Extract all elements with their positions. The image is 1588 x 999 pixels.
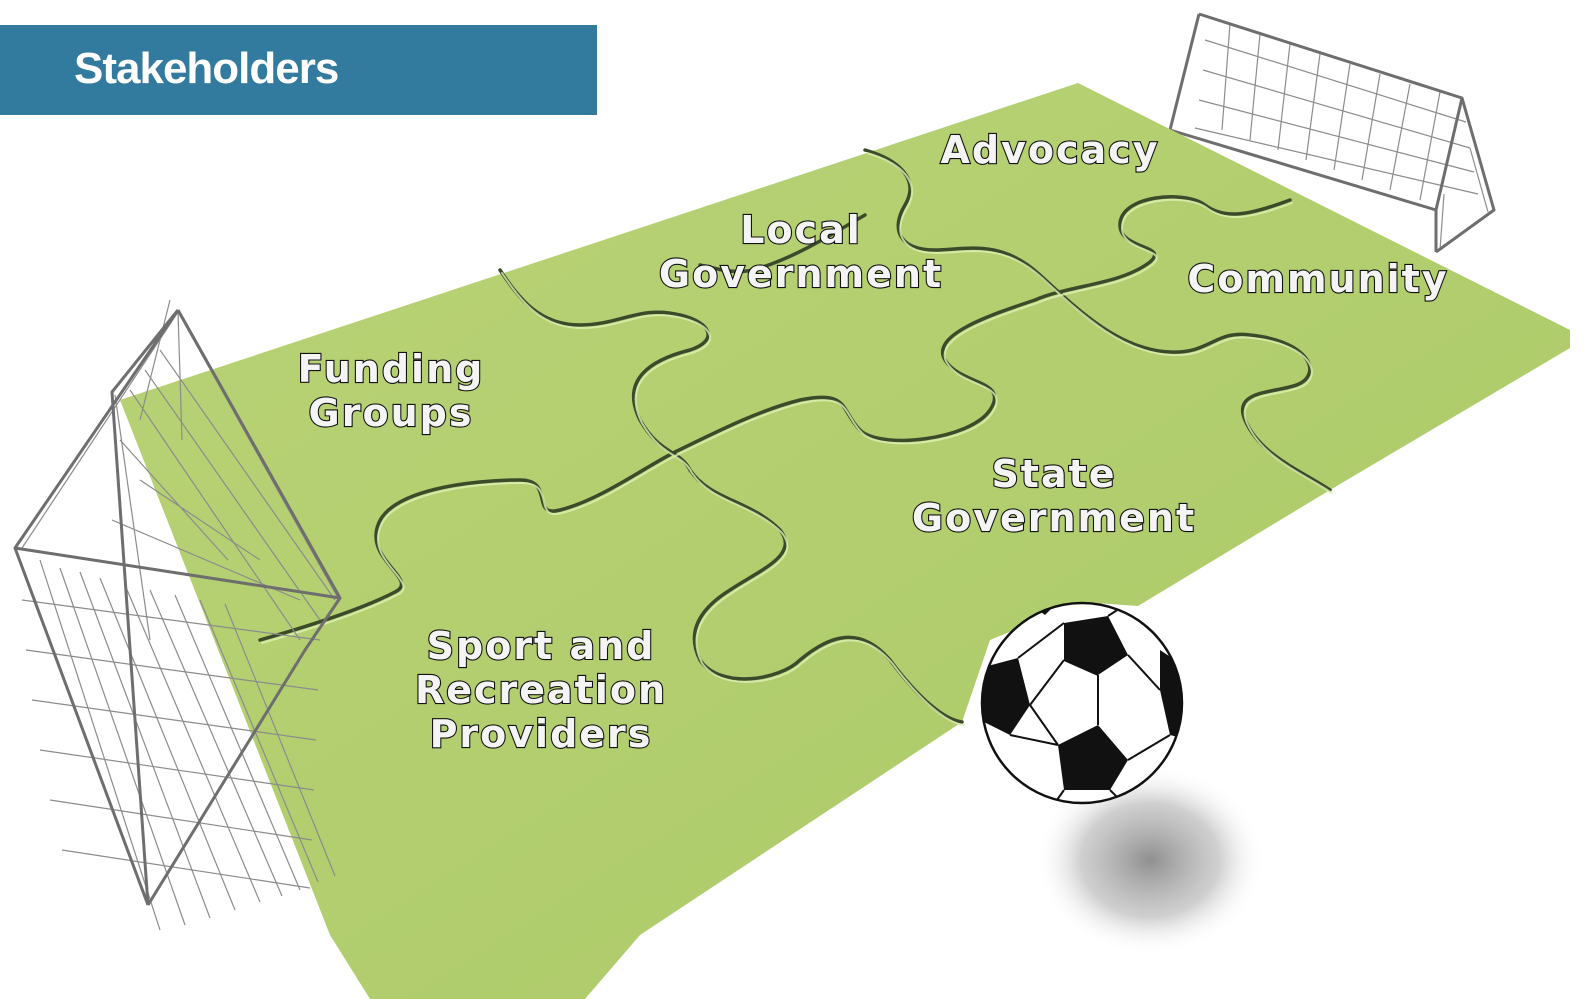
piece-label-funding-groups: Funding Groups [297, 346, 485, 436]
piece-label-funding-groups-line: Funding [298, 347, 485, 391]
soccer-ball-icon [980, 601, 1184, 805]
piece-label-state-government-line: Government [912, 496, 1196, 540]
piece-label-state-government-line: State [991, 452, 1116, 496]
page-title: Stakeholders [74, 44, 339, 93]
piece-label-state-government: State Government [911, 451, 1196, 541]
header-bar: Stakeholders [0, 25, 597, 115]
piece-label-community: Community [1187, 257, 1448, 301]
piece-label-sport-line: Providers [430, 712, 653, 756]
front-goal-icon [13, 299, 342, 931]
piece-label-advocacy: Advocacy [941, 128, 1160, 172]
piece-label-local-government-line: Local [740, 208, 862, 252]
piece-label-sport-line: Sport and [427, 624, 656, 668]
puzzle-cut-highlights [261, 152, 1333, 726]
piece-label-funding-groups-line: Groups [309, 391, 474, 435]
ball-shadow [1035, 765, 1265, 955]
piece-label-local-government-line: Government [659, 252, 943, 296]
piece-label-local-government: Local Government [658, 207, 943, 297]
piece-label-sport-and-recreation-providers: Sport and Recreation Providers [414, 623, 667, 757]
piece-label-sport-line: Recreation [415, 668, 667, 712]
puzzle-field [120, 83, 1570, 999]
